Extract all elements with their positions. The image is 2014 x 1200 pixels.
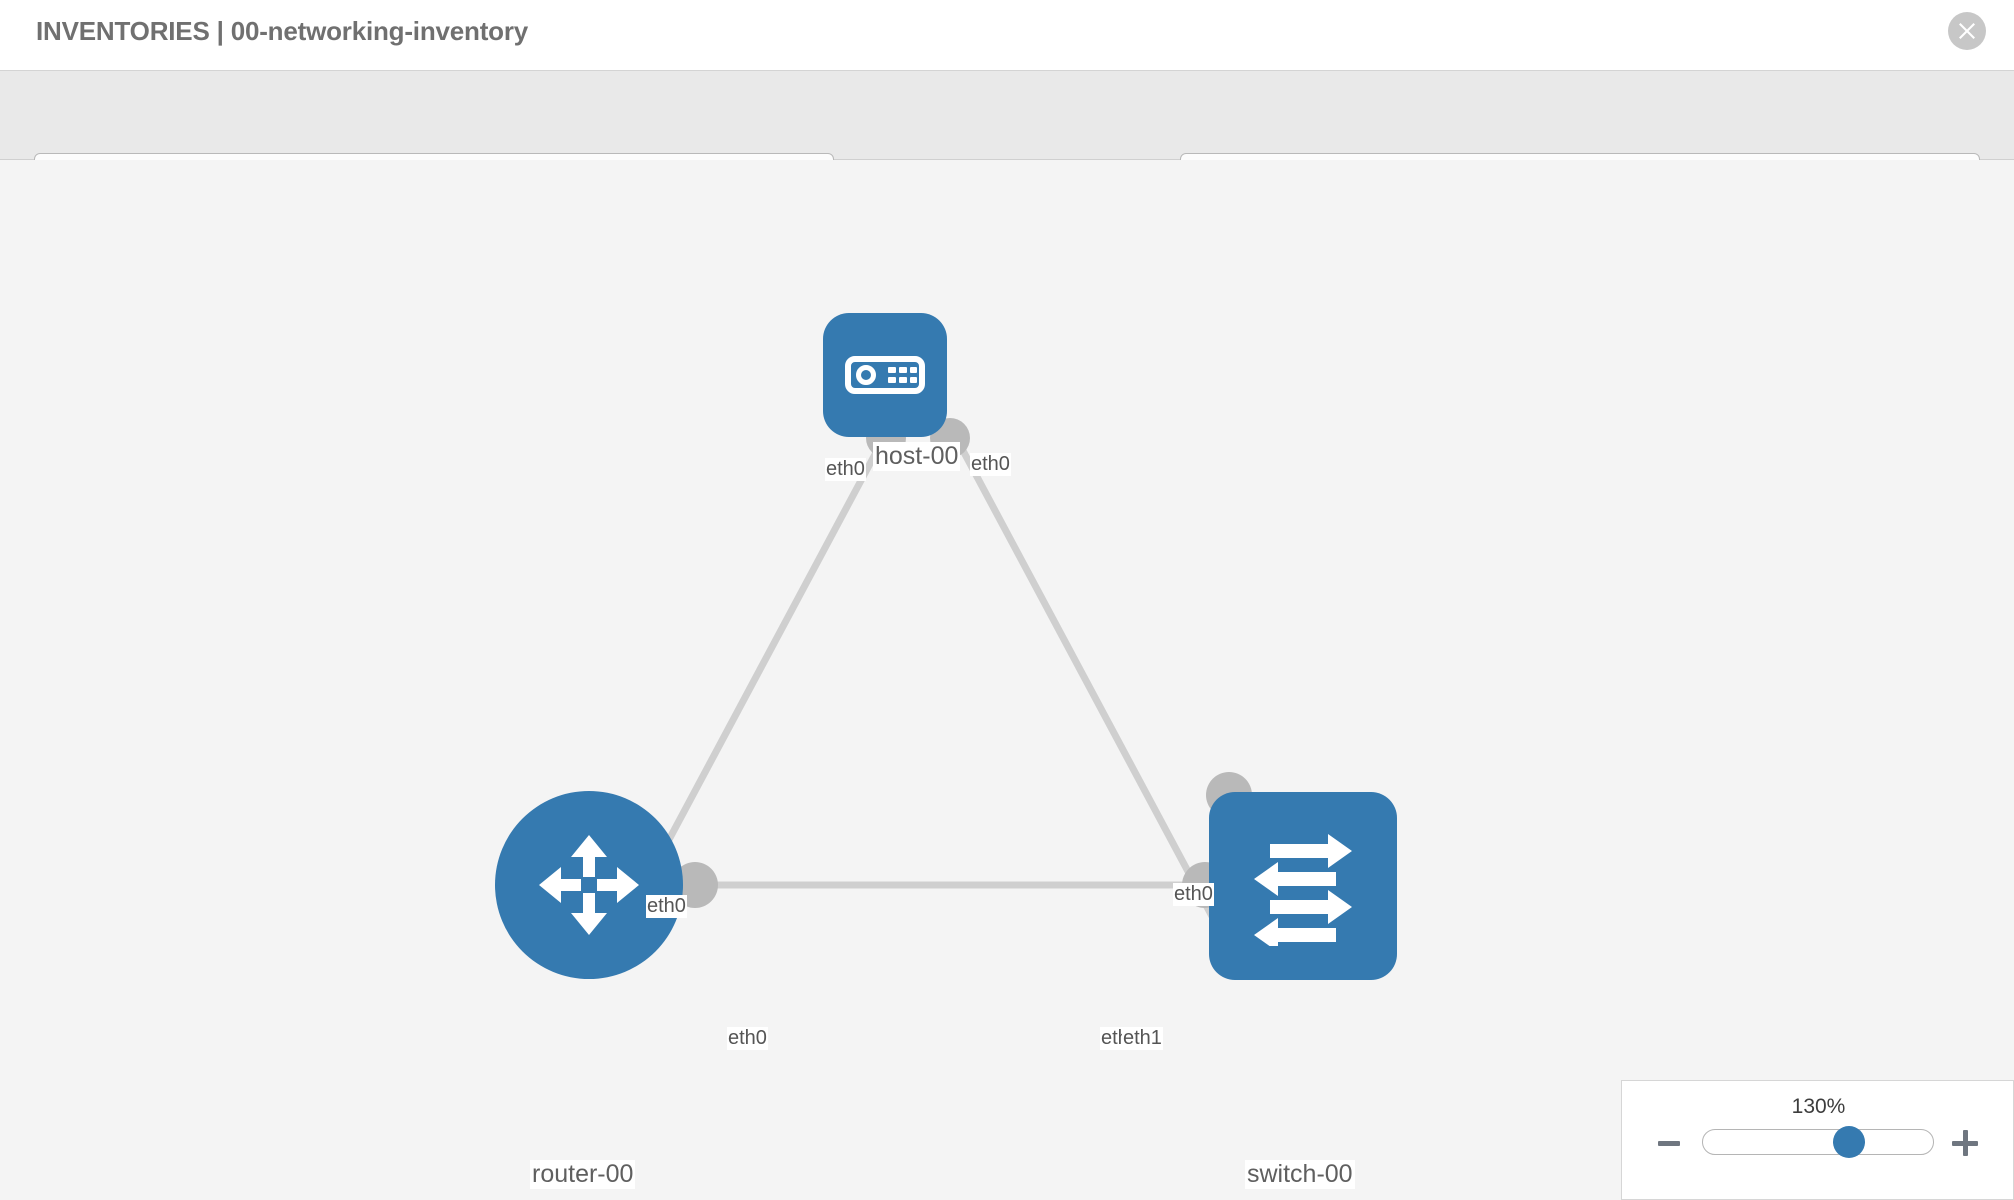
topology-node-label-switch-00: switch-00 [1245,1160,1355,1189]
server-icon [845,356,925,394]
topology-node-router-00[interactable] [495,791,683,979]
iface-label-host-left: eth0 [825,458,866,481]
router-node-shape[interactable] [495,791,683,979]
iface-label-router-right: eth0 [727,1027,768,1050]
zoom-control: 130% [1621,1080,2014,1200]
topology-edges [606,443,1234,952]
switch-arrows-icon [1254,834,1352,946]
topology-node-label-host-00: host-00 [873,442,961,471]
zoom-slider-track[interactable] [1702,1126,1934,1158]
iface-label-host-right: eth0 [970,453,1011,476]
zoom-slider-thumb[interactable] [1833,1126,1865,1158]
plus-icon[interactable] [1952,1130,1978,1156]
page-title: INVENTORIES | 00-networking-inventory [36,16,529,46]
topology-node-label-router-00: router-00 [530,1160,636,1189]
iface-label-router-upper: eth0 [646,895,687,918]
iface-label-switch-upper: eth0 [1173,883,1214,906]
host-node-shape[interactable] [823,313,947,437]
topology-node-switch-00[interactable] [1209,792,1397,980]
close-icon[interactable] [1948,12,1986,50]
topology-node-host-00[interactable] [823,313,947,437]
topology-canvas[interactable]: host-00 eth0 eth0 [0,160,2014,1200]
zoom-percent-label: 130% [1791,1095,1846,1118]
router-arrows-icon [539,835,639,935]
minus-icon[interactable] [1658,1141,1680,1146]
toolbar: ACTIONS [0,70,2014,209]
page-header: INVENTORIES | 00-networking-inventory [0,0,2014,70]
iface-label-switch-left-b: eth1 [1122,1027,1163,1050]
switch-node-shape[interactable] [1209,792,1397,980]
